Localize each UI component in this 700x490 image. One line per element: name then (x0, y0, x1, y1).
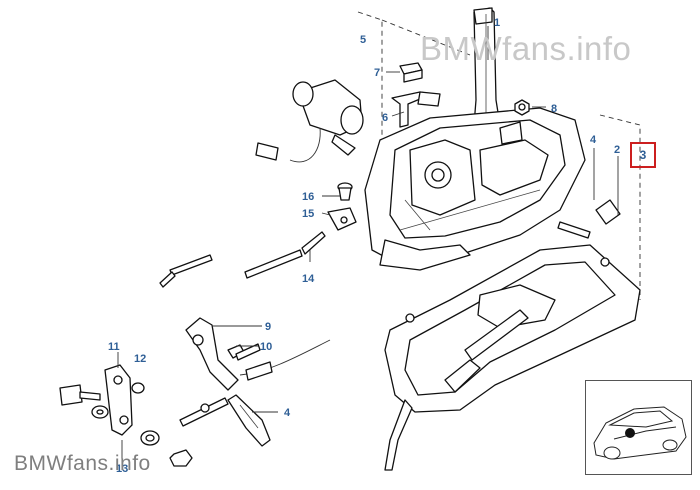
assembly-guide-lines (357, 11, 641, 300)
callout-6: 6 (382, 112, 388, 124)
callout-14: 14 (302, 273, 315, 285)
callout-3: 3 (639, 148, 647, 162)
callout-1: 1 (494, 17, 500, 29)
callout-9: 9 (265, 321, 271, 333)
callout-5: 5 (360, 34, 366, 46)
selector-lever (185, 317, 261, 391)
cable-clip (557, 199, 621, 239)
retaining-clip (399, 62, 423, 83)
linkage-arm (104, 364, 145, 436)
callout-7: 7 (374, 67, 380, 79)
selector-cable (159, 231, 326, 288)
callout-13: 13 (116, 463, 128, 475)
callout-leaders (117, 26, 619, 462)
callout-labels: 1 5 7 6 8 4 2 16 15 14 9 10 11 12 4 13 (108, 17, 620, 475)
callout-12: 12 (134, 353, 146, 365)
watermark-top: BMWfans.info (420, 30, 632, 67)
callout-16: 16 (302, 191, 314, 203)
watermark-bottom: BMWfans.info (14, 452, 151, 475)
callout-11: 11 (108, 341, 120, 353)
callout-10: 10 (260, 341, 272, 353)
cable-holder-15 (327, 207, 357, 231)
lower-bracket-4 (227, 394, 271, 447)
callout-15: 15 (302, 208, 314, 220)
vehicle-location-inset (585, 380, 692, 475)
location-dot-icon (625, 428, 635, 438)
bolt-11 (59, 384, 101, 406)
callout-8: 8 (551, 103, 557, 115)
callout-4-lower: 4 (284, 407, 291, 419)
shift-cable (179, 339, 331, 427)
mounting-bracket (391, 91, 441, 128)
shifter-housing (364, 107, 586, 271)
car-outline-icon (593, 406, 687, 460)
shifter-base-plate (384, 244, 641, 471)
callout-4-upper: 4 (590, 134, 597, 146)
highlighted-callout-3[interactable]: 3 (630, 142, 656, 168)
screw-16 (337, 182, 353, 201)
bushing-13 (140, 430, 193, 467)
shift-lever-shaft (473, 7, 501, 131)
shift-lock-solenoid (255, 79, 364, 163)
hex-nut-8 (514, 99, 530, 116)
callout-2: 2 (614, 144, 620, 156)
washer-12 (91, 405, 109, 419)
